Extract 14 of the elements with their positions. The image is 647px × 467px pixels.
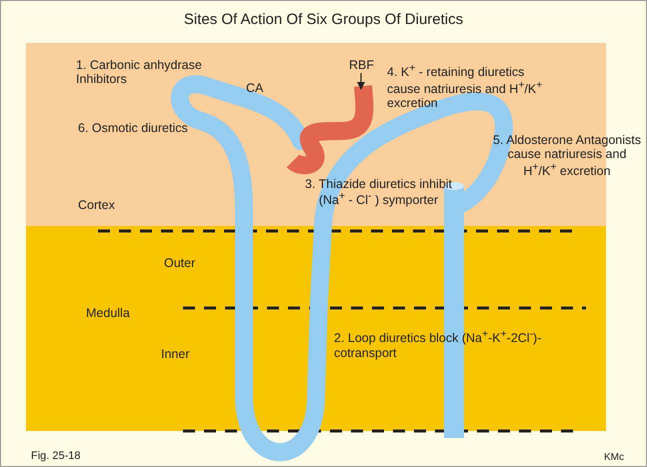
diagram-title: Sites Of Action Of Six Groups Of Diuretics [182,11,464,28]
region-label: Cortex [78,198,116,212]
drug-label: 6. Osmotic diuretics [78,121,189,136]
drug-label: 4. K$^{+}$ - retaining diuretics cause natriuresis and H$^{+}$/K$^{+}$ excretion [387,63,544,110]
drug-label: 1. Carbonic anhydrase Inhibitors [76,58,203,87]
drug-label: 3. Thiazide diuretics inhibit (Na$^{+}$ - Cl$^{-}$ ) symporter [304,177,454,208]
region-label: Inner [161,347,190,362]
vessel-label: RBF [349,58,375,72]
drug-label: 5. Aldosterone Antagonists cause natriuresis and H$^{+}$/K$^{+}$ excretion [492,133,642,178]
region-label: Medulla [86,306,131,320]
figure-caption: Fig. 25-18 [31,450,81,463]
enzyme-label: CA [246,81,264,96]
region-label: Outer [164,256,196,270]
author-initials: KMc [604,452,625,464]
